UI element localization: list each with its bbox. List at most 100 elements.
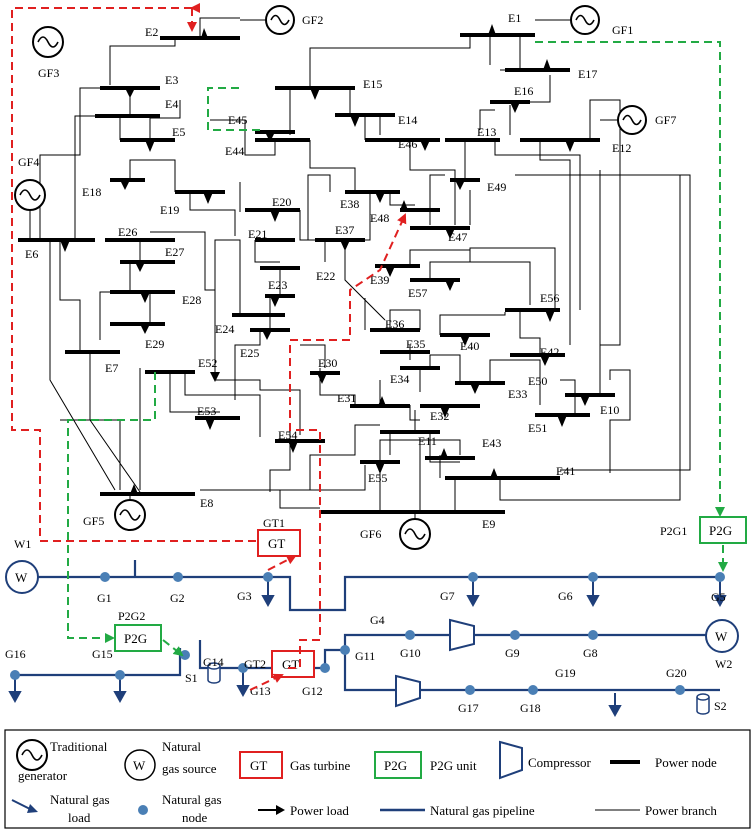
w2-gas-source-icon	[705, 619, 739, 653]
gas-node-label: G16	[5, 647, 26, 661]
node-label: E31	[337, 391, 356, 405]
node-label: E54	[278, 428, 297, 442]
p2g2-unit: P2G P2G2	[114, 609, 162, 652]
node-label: E37	[335, 223, 354, 237]
node-label: E29	[145, 337, 164, 351]
p2g2-label: P2G2	[118, 609, 145, 623]
generator-waves	[19, 14, 642, 540]
storage-icon	[696, 697, 710, 715]
node-label: E50	[528, 374, 547, 388]
generator-label: GF7	[655, 113, 676, 127]
p2g1-label: P2G1	[660, 524, 687, 538]
storage-units	[207, 662, 710, 715]
node-label: E7	[105, 361, 118, 375]
gt-coupling-links	[11, 3, 407, 691]
gas-node-label: G13	[250, 684, 271, 698]
node-label: E55	[368, 471, 387, 485]
legend-gas-turbine-label: Gas turbine	[290, 758, 351, 773]
gt2-unit: GT GT2	[244, 650, 315, 678]
gas-source-symbol: W	[15, 570, 28, 585]
node-label: E21	[248, 227, 267, 241]
gas-node-label: G9	[505, 646, 520, 660]
node-label: E10	[600, 403, 619, 417]
node-label: E28	[182, 293, 201, 307]
legend-compressor-icon	[499, 740, 523, 780]
storage-icon-top	[207, 662, 221, 670]
gas-load-arrows	[8, 580, 727, 718]
node-label: E38	[340, 197, 359, 211]
node-label: E57	[408, 286, 427, 300]
gas-node-label: G15	[92, 647, 113, 661]
node-label: E9	[482, 517, 495, 531]
legend-gas-source-label-2: gas source	[162, 761, 217, 776]
storage-icon-top	[696, 693, 710, 701]
node-label: E34	[390, 372, 409, 386]
node-label: E52	[198, 356, 217, 370]
gas-node-label: G10	[400, 646, 421, 660]
gas-node-label: G6	[558, 589, 573, 603]
node-label: E32	[430, 409, 449, 423]
gas-node-label: G19	[555, 666, 576, 680]
legend-gas-source-icon	[124, 749, 156, 781]
gas-node-label: G2	[170, 591, 185, 605]
gas-source-symbol: W	[715, 629, 728, 644]
node-label: E39	[370, 273, 389, 287]
gas-nodes	[10, 572, 725, 695]
node-label: E40	[460, 339, 479, 353]
node-label: E27	[165, 245, 184, 259]
gas-node-label: G7	[440, 589, 455, 603]
node-label: E13	[477, 125, 496, 139]
legend-generator-label-2: generator	[18, 768, 68, 783]
node-label: E4	[165, 97, 178, 111]
w1-gas-source-icon	[5, 560, 39, 594]
storage-label: S2	[714, 699, 727, 713]
gas-node-label: G1	[97, 591, 112, 605]
node-label: E41	[556, 464, 575, 478]
node-label: E19	[160, 203, 179, 217]
power-node-labels: E2 E1 E3 E4 E5 E6 E7 E8 E9 E10 E11 E12 E…	[25, 11, 631, 531]
legend-gas-node-label-2: node	[182, 810, 208, 825]
gt2-box-label: GT	[282, 657, 299, 672]
gas-node-label: G12	[302, 684, 323, 698]
gas-node-labels: G1 G2 G3 G4 G5 G6 G7 G8 G9 G10 G11 G12 G…	[5, 537, 732, 715]
legend-gas-turbine-icon	[239, 751, 283, 779]
generator-label: GF5	[83, 514, 104, 528]
gas-sources: W W	[5, 560, 739, 653]
node-label: E56	[540, 291, 559, 305]
node-label: E33	[508, 387, 527, 401]
p2g1-box-label: P2G	[709, 523, 732, 538]
legend: Traditional generator W Natural gas sour…	[4, 729, 751, 829]
legend-p2g-symbol: P2G	[384, 758, 407, 773]
compressors	[395, 618, 475, 708]
gas-node-label: G14	[203, 655, 224, 669]
legend-gas-load-label-2: load	[68, 810, 91, 825]
legend-compressor-label: Compressor	[528, 755, 592, 770]
p2g2-box-label: P2G	[124, 631, 147, 646]
node-label: E35	[406, 337, 425, 351]
legend-gt-symbol: GT	[250, 758, 267, 773]
gas-node-label: G8	[583, 646, 598, 660]
gas-node-label: G11	[355, 649, 375, 663]
node-label: E49	[487, 180, 506, 194]
legend-power-load-label: Power load	[290, 803, 349, 818]
node-label: E8	[200, 496, 213, 510]
node-label: E30	[318, 356, 337, 370]
legend-gas-load-label-1: Natural gas	[50, 792, 110, 807]
legend-gas-source-symbol: W	[133, 758, 146, 773]
generator-label: GF3	[38, 66, 59, 80]
gt1-label: GT1	[263, 516, 285, 530]
legend-gas-source-label-1: Natural	[162, 739, 201, 754]
node-label: E48	[370, 211, 389, 225]
node-label: E11	[418, 434, 437, 448]
legend-gas-pipeline-label: Natural gas pipeline	[430, 803, 535, 818]
generator-label: GF4	[18, 155, 39, 169]
legend-generator-label-1: Traditional	[50, 739, 108, 754]
node-label: E6	[25, 247, 38, 261]
legend-p2g-label: P2G unit	[430, 758, 477, 773]
gt1-unit: GT GT1	[257, 516, 301, 557]
compressor-icon	[449, 618, 475, 652]
node-label: E26	[118, 225, 137, 239]
node-label: E22	[316, 269, 335, 283]
gas-node-label: G18	[520, 701, 541, 715]
